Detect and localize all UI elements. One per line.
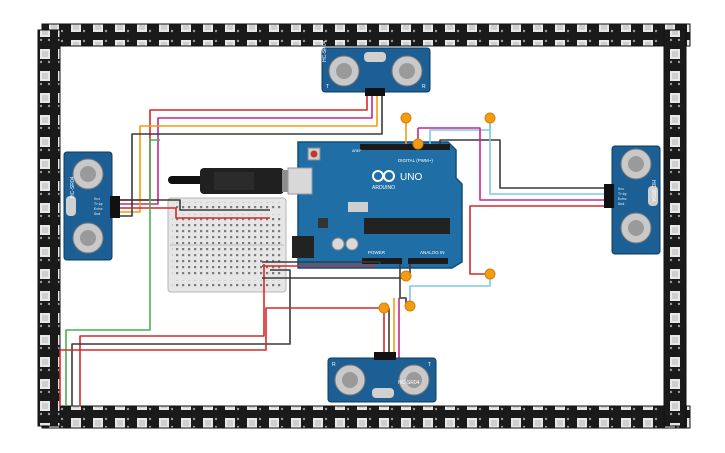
junction-dot <box>412 138 424 150</box>
led-strip-frame <box>37 23 691 429</box>
wire-power-red <box>262 264 375 267</box>
sensor-left: HC-SR04 Vcc Trig Echo Gnd <box>63 151 120 261</box>
junction-dot <box>484 112 496 124</box>
sensor-bottom-left-mark: R <box>332 362 336 368</box>
sensor-bottom-model: HC-SR04 <box>398 380 420 386</box>
junctions <box>378 112 496 314</box>
junction-dot <box>400 112 412 124</box>
wire-right-sensor-2 <box>489 118 604 195</box>
sensor-left-pin: Echo <box>94 207 102 211</box>
atmega-chip <box>364 218 450 234</box>
sensor-bottom-right-mark: T <box>428 362 431 368</box>
sensor-bottom: HC-SR04 R T <box>327 352 437 403</box>
sensor-top-right-mark: R <box>422 84 426 90</box>
power-jack <box>292 236 314 258</box>
junction-dot <box>378 302 390 314</box>
wire-left-sensor-2 <box>120 207 270 219</box>
wire-return-dark <box>71 269 291 406</box>
sensor-top-left-mark: T <box>326 84 329 90</box>
sensor-top-model: HC-SR04 <box>322 40 328 62</box>
usb-cable <box>168 168 298 194</box>
led-strip-left <box>37 29 61 427</box>
arduino-logo <box>372 170 395 182</box>
wire-return-red <box>79 264 265 406</box>
wire-bottom-blue <box>409 274 491 306</box>
sensor-left-pin: Gnd <box>94 212 100 216</box>
header-analog <box>408 258 448 264</box>
wire-power-dark <box>262 261 381 264</box>
wire-right-sensor-1 <box>439 139 604 189</box>
sensor-right-model: HC-SR04 <box>650 180 656 202</box>
arduino-model: UNO <box>400 172 422 183</box>
wire-right-sensor-3 <box>418 127 604 201</box>
sensor-right-pin: Gnd <box>618 202 624 206</box>
sensor-top: HC-SR04 T R <box>321 40 431 96</box>
wire-return-red-2 <box>59 307 380 406</box>
aref-label: AREF <box>352 149 361 153</box>
led-strip-top <box>41 23 691 47</box>
wire-top-sensor-gnd <box>120 90 383 217</box>
junction-dot <box>484 268 496 280</box>
sensor-left-pin: Trig <box>94 202 102 206</box>
wire-right-sensor-4 <box>469 205 604 275</box>
junction-dot <box>404 300 416 312</box>
sensor-right-pin: Vcc <box>618 187 624 191</box>
usb-port <box>287 167 313 195</box>
wire-arduino-to-bottom <box>399 264 407 306</box>
sensor-right-pin: Echo <box>618 197 626 201</box>
power-label: POWER <box>368 250 386 255</box>
sensor-left-pin: Vcc <box>94 197 100 201</box>
header-power <box>362 258 402 264</box>
arduino-brand: ARDUINO <box>372 185 395 191</box>
header-digital <box>360 144 450 150</box>
wire-top-sensor-trig <box>120 90 373 205</box>
sensor-left-model: HC-SR04 <box>70 176 76 198</box>
arduino-board: ARDUINO UNO DIGITAL (PWM~) POWER ANALOG … <box>287 141 463 269</box>
led-strip-bottom <box>41 405 691 429</box>
wire-return-green <box>65 139 160 406</box>
analog-label: ANALOG IN <box>420 250 445 255</box>
wire-top-sensor-echo <box>120 90 378 213</box>
led-strip-right <box>663 29 687 427</box>
junction-dot <box>400 270 412 282</box>
digital-label: DIGITAL (PWM~) <box>398 158 433 163</box>
breadboard <box>167 197 287 293</box>
sensor-right-pin: Trig <box>618 192 626 196</box>
sensor-right: HC-SR04 Vcc Trig Echo Gnd <box>604 145 661 255</box>
